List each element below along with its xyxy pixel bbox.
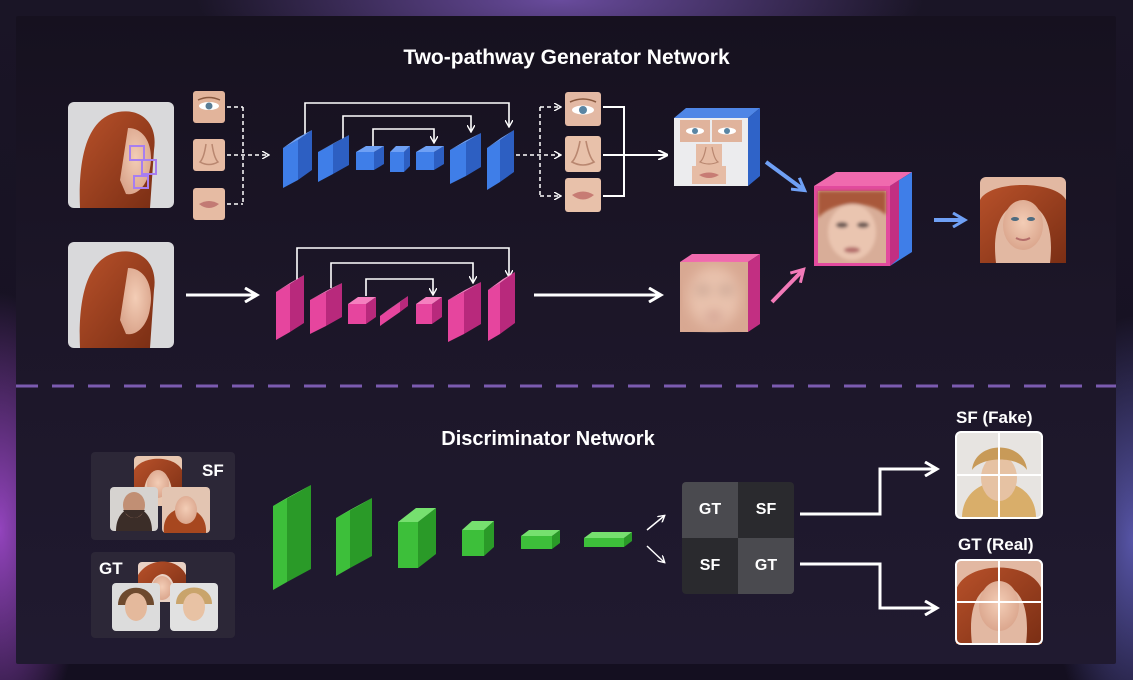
pink-block-4 xyxy=(380,296,408,326)
pink-block-6 xyxy=(448,282,481,342)
green-block-4 xyxy=(462,521,494,556)
gt-face-2 xyxy=(112,583,160,631)
real-output-arrow xyxy=(800,562,936,608)
discriminator-title: Discriminator Network xyxy=(441,428,655,450)
cnn-to-grid-arrow-up xyxy=(646,516,664,531)
real-output-image xyxy=(955,559,1043,645)
sf-input-label: SF xyxy=(202,461,224,480)
local-to-fusion-arrow xyxy=(764,160,804,190)
global-to-fusion-arrow xyxy=(770,270,803,304)
output-frontal-face xyxy=(980,177,1066,263)
blue-block-7 xyxy=(487,130,514,190)
pink-block-1 xyxy=(276,275,304,340)
crop-to-encoder-connectors xyxy=(227,106,268,205)
blue-block-1 xyxy=(283,130,312,188)
discriminator-cnn xyxy=(273,485,632,590)
fusion-cube xyxy=(814,172,912,266)
gt-input-card xyxy=(91,552,235,638)
fake-output-arrow xyxy=(800,469,936,516)
eye-crop-output xyxy=(565,92,601,126)
blue-block-6 xyxy=(450,133,481,184)
decoder-to-crops-connectors xyxy=(516,107,560,196)
pink-block-2 xyxy=(310,283,342,334)
fake-output-label: SF (Fake) xyxy=(956,408,1033,427)
gt-input-label: GT xyxy=(99,559,123,578)
input-profile-face-local xyxy=(68,102,174,208)
sf-input-card xyxy=(91,452,235,540)
patch-classification-grid: GT SF SF GT xyxy=(682,482,794,594)
grid-cell-top-right: SF xyxy=(738,482,794,538)
green-block-2 xyxy=(336,498,372,576)
global-pathway-unet xyxy=(276,247,515,342)
blue-block-4 xyxy=(390,146,410,172)
gt-face-3 xyxy=(170,583,218,631)
local-feature-cube xyxy=(674,108,760,186)
grid-cell-bottom-right: GT xyxy=(738,538,794,594)
grid-cell-top-left: GT xyxy=(682,482,738,538)
green-block-3 xyxy=(398,508,436,568)
blue-block-3 xyxy=(356,146,384,170)
grid-cell-bottom-left: SF xyxy=(682,538,738,594)
green-block-5 xyxy=(521,530,560,549)
nose-crop-input xyxy=(193,139,225,171)
pink-block-3 xyxy=(348,297,376,324)
eye-crop-input xyxy=(193,91,225,123)
input-profile-face-global xyxy=(68,242,174,348)
pink-block-7 xyxy=(488,272,515,341)
fake-output-image xyxy=(955,431,1043,519)
generator-title: Two-pathway Generator Network xyxy=(403,46,730,69)
cnn-to-grid-arrow-down xyxy=(646,545,664,562)
green-block-6 xyxy=(584,532,632,547)
pink-block-5 xyxy=(416,297,442,324)
green-block-1 xyxy=(273,485,311,590)
merge-bracket xyxy=(603,106,666,197)
nose-crop-output xyxy=(565,136,601,172)
global-feature-cube xyxy=(680,254,760,332)
blue-block-2 xyxy=(318,135,349,182)
blue-block-5 xyxy=(416,146,444,170)
sf-face-3 xyxy=(162,487,210,533)
local-pathway-unet xyxy=(283,102,514,190)
sf-face-2 xyxy=(110,487,158,531)
mouth-crop-output xyxy=(565,178,601,212)
mouth-crop-input xyxy=(193,188,225,220)
real-output-label: GT (Real) xyxy=(958,535,1034,554)
